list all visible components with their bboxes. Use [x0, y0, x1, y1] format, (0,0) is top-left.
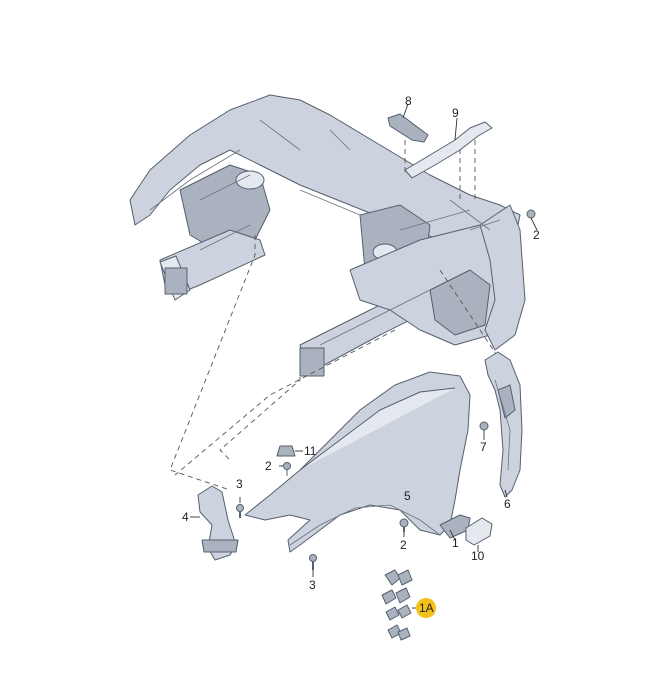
callout-5: 5	[404, 489, 411, 503]
callout-10: 10	[471, 549, 485, 563]
part-1-front-fender	[244, 371, 471, 553]
callout-7: 7	[480, 440, 487, 454]
callout-4: 4	[182, 510, 189, 524]
part-10-cap	[465, 517, 493, 552]
part-4-bracket	[190, 485, 239, 561]
callout-11: 11	[304, 444, 317, 458]
callout-6: 6	[504, 497, 511, 511]
callout-2-bottom: 2	[400, 538, 407, 552]
callout-8: 8	[405, 94, 412, 108]
screw-left-3	[236, 497, 244, 518]
part-9-seal-strip	[404, 117, 493, 179]
part-8-bracket	[387, 103, 429, 143]
screw-left-2	[279, 462, 291, 476]
part-1a-hardware-kit	[381, 569, 436, 641]
callout-3-bottom: 3	[309, 578, 316, 592]
alignment-lines	[169, 140, 501, 491]
callout-1a-badge	[416, 598, 436, 618]
screw-bottom-2	[399, 518, 409, 537]
screw-bottom-3	[309, 554, 317, 577]
callout-2-top: 2	[533, 228, 540, 242]
callout-1a: 1A	[419, 601, 434, 615]
front-body-structure	[129, 94, 526, 377]
callout-3-left: 3	[236, 477, 243, 491]
callout-1: 1	[452, 536, 459, 550]
callout-labels: 8 9 2 11 2 3 7 5 6 4 1 2 10 3 1A	[182, 94, 540, 615]
screw-top-right	[526, 209, 538, 231]
screw-7	[479, 421, 489, 440]
clip-11	[276, 445, 303, 457]
callout-9: 9	[452, 106, 459, 120]
callout-2-left: 2	[265, 459, 272, 473]
part-6-side-panel	[484, 351, 523, 498]
